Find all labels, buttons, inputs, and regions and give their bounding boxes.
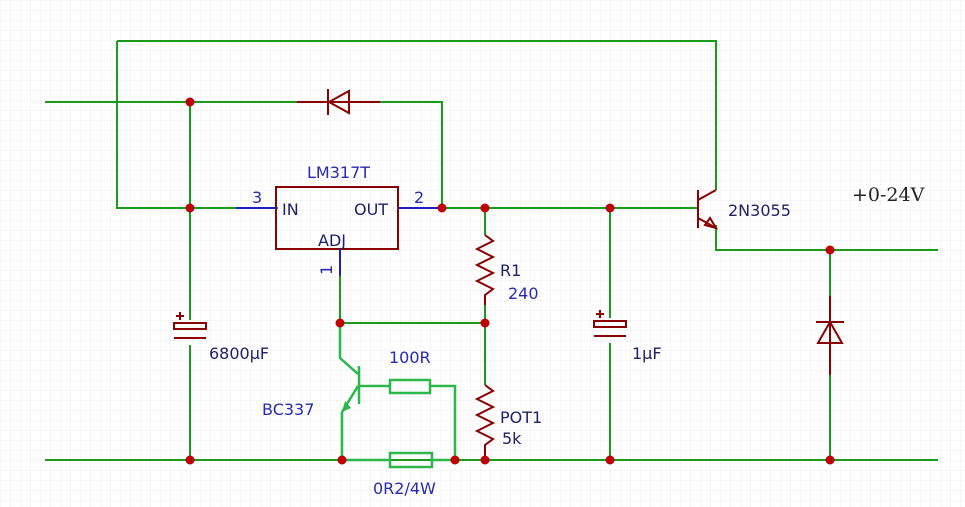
- cin-capacitor: [173, 312, 207, 339]
- wire-top-loop: [117, 40, 717, 190]
- bc337-collector-wire: [338, 323, 359, 375]
- regulator-pin-in: IN: [282, 200, 299, 219]
- q1-name: 2N3055: [728, 201, 791, 220]
- bc337-emitter-arrow: [342, 401, 351, 412]
- regulator-name: LM317T: [307, 163, 370, 182]
- lm317t-regulator: [236, 186, 442, 276]
- wire-left-loop: [116, 41, 278, 209]
- bc337-wiring: [338, 323, 457, 469]
- diode-output: [816, 296, 844, 375]
- pot1-ref: POT1: [500, 408, 542, 427]
- pot1-resistor: [474, 384, 496, 460]
- r1-resistor: [474, 234, 496, 305]
- regulator-pin-in-number: 3: [252, 188, 262, 207]
- output-voltage-label: +0-24V: [852, 184, 925, 206]
- base-resistor-right: [430, 384, 457, 460]
- q2-name: BC337: [262, 400, 314, 419]
- regulator-pin-adj: ADJ: [318, 231, 346, 250]
- wire-output: [715, 225, 938, 251]
- regulator-pin-out-number: 2: [414, 188, 424, 207]
- junctions: [185, 97, 835, 465]
- cout-value: 1µF: [632, 344, 662, 363]
- wire-diode-return: [380, 101, 443, 208]
- pot1-value: 5k: [502, 429, 522, 448]
- r1-ref: R1: [500, 261, 521, 280]
- base-resistor-value: 100R: [389, 348, 431, 367]
- cout-capacitor: [593, 310, 627, 337]
- sense-resistor-value: 0R2/4W: [373, 479, 436, 498]
- regulator-pin-adj-number: 1: [317, 265, 336, 275]
- cin-value: 6800µF: [209, 344, 269, 363]
- r1-value: 240: [508, 284, 539, 303]
- diode-top: [297, 89, 380, 115]
- 2n3055-transistor: [697, 189, 719, 230]
- regulator-pin-out: OUT: [354, 200, 388, 219]
